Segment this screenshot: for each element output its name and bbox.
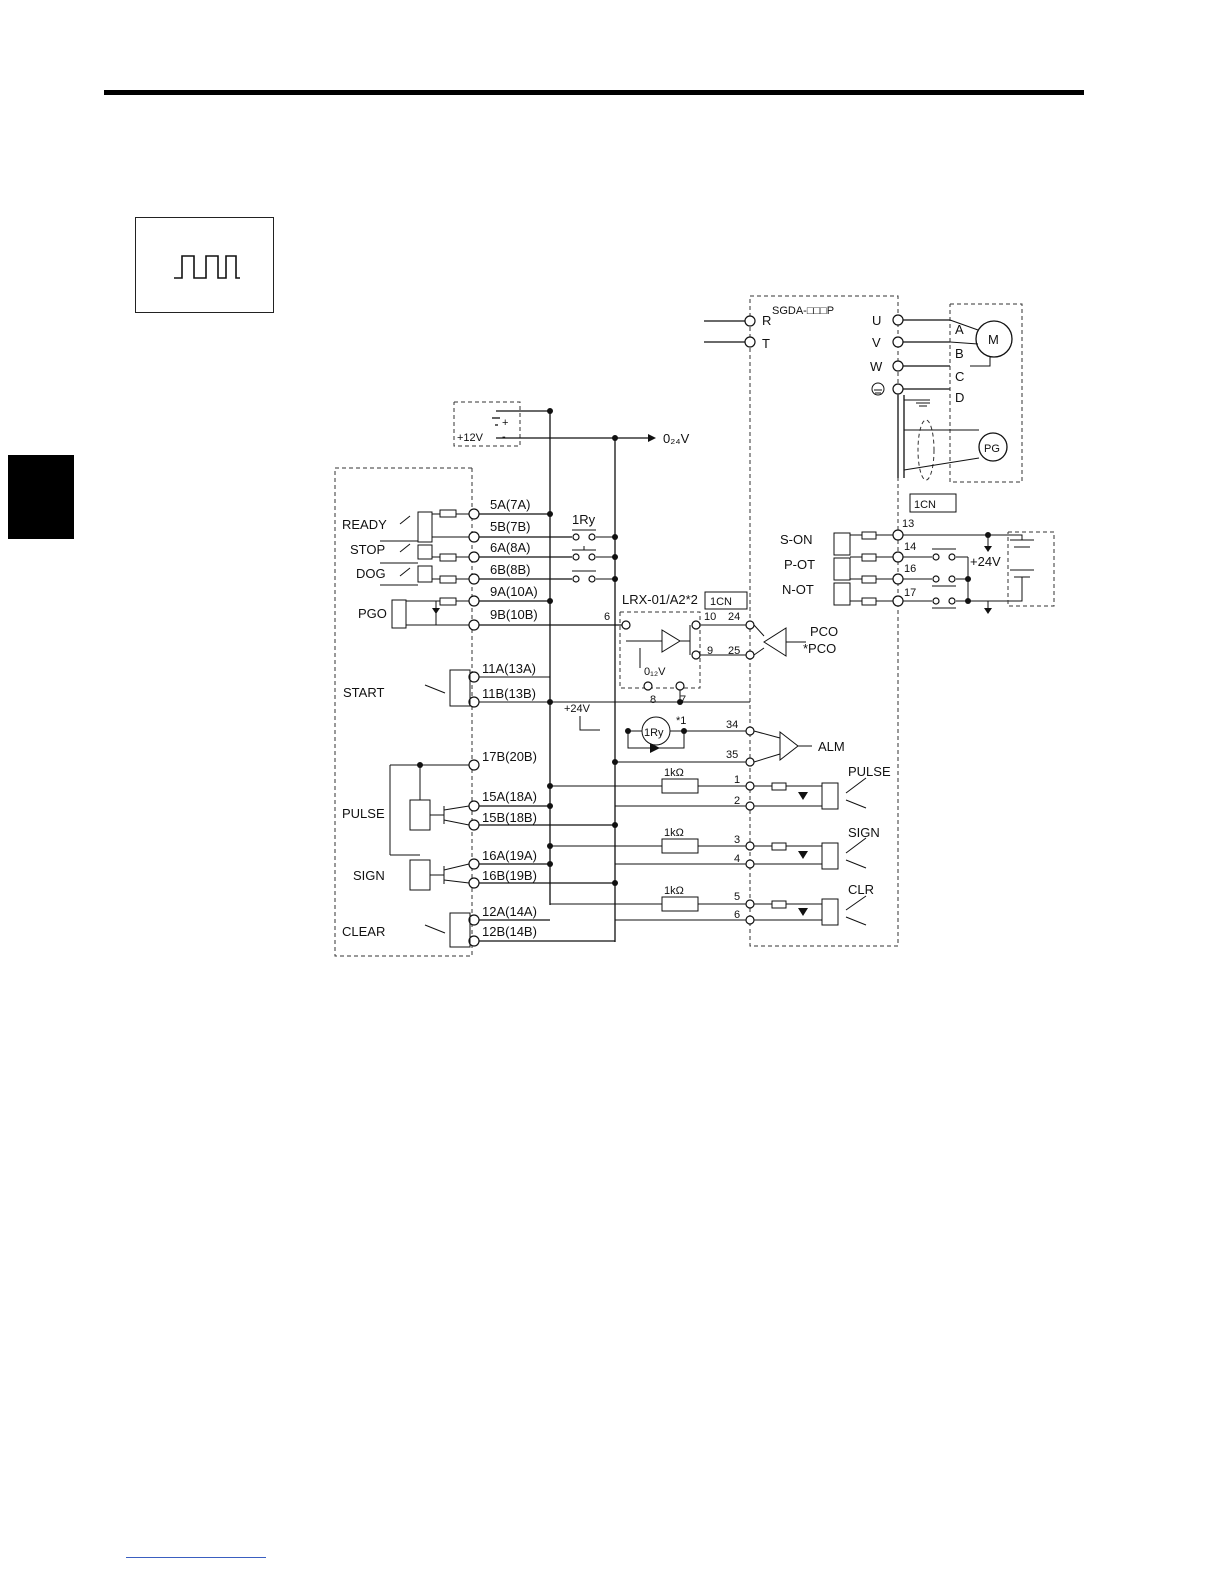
pulse-mode-icon-box [135,217,274,313]
pin-5a: 5A(7A) [490,497,530,512]
motor-pin-d: D [955,390,964,405]
in-pin-17: 17 [904,587,916,599]
terminal-w-label: W [870,359,883,374]
motor-symbol [975,320,1013,358]
line-receiver-label: LRX-01/A2*2 [622,592,698,607]
supply-plus: + [502,417,508,429]
output-pco: PCO [810,624,838,639]
cmd-pin-6: 6 [734,909,740,921]
command-resistors [547,778,746,921]
supply-24v-label: +24V [564,703,591,715]
lr-pin-6: 6 [604,611,610,623]
connector-1cn: 1CN [914,499,936,511]
resistor-2-label: 1kΩ [664,827,684,839]
resistor-1-label: 1kΩ [664,767,684,779]
in-pin-14: 14 [904,541,916,553]
terminal-u-label: U [872,313,881,328]
top-rule [104,90,1084,95]
motor-pin-b: B [955,346,964,361]
pin-9a: 9A(10A) [490,584,538,599]
relay-contacts [572,529,618,583]
pin-5b: 5B(7B) [490,519,530,534]
lr-pin-25: 25 [728,645,740,657]
encoder-symbol [978,432,1008,462]
encoder-pg-label: PG [984,443,1000,455]
motor-m-label: M [988,332,999,347]
pin-17b: 17B(20B) [482,749,537,764]
lr-pin-10: 10 [704,611,716,623]
input-pot: P-OT [784,557,815,572]
input-sign: SIGN [848,825,880,840]
ground-24v-label: 0₂₄V [663,431,690,446]
signal-ready: READY [342,517,387,532]
pin-35: 35 [726,749,738,761]
terminal-t-label: T [762,336,770,351]
lr-pin-24: 24 [728,611,740,623]
signal-sign: SIGN [353,868,385,883]
pin-15a: 15A(18A) [482,789,537,804]
pin-9b: 9B(10B) [490,607,538,622]
pin-12b: 12B(14B) [482,924,537,939]
signal-pgo: PGO [358,606,387,621]
module-terminals [468,508,480,947]
photocoupler-inputs [380,509,469,606]
relay-note-1: *1 [676,715,686,727]
relay-label: 1Ry [572,512,596,527]
cmd-pin-4: 4 [734,853,740,865]
input-son: S-ON [780,532,813,547]
lr-gnd12-label: 0₁₂V [644,666,666,678]
pin-6b: 6B(8B) [490,562,530,577]
motor-pin-c: C [955,369,964,384]
lr-pin-9: 9 [707,645,713,657]
cmd-pin-3: 3 [734,834,740,846]
cmd-pin-2: 2 [734,795,740,807]
signal-start: START [343,685,384,700]
input-not: N-OT [782,582,814,597]
supply-minus: - [502,431,506,443]
signal-dog: DOG [356,566,386,581]
motor-pin-a: A [955,322,964,337]
pin-34: 34 [726,719,738,731]
in-pin-16: 16 [904,563,916,575]
output-alm: ALM [818,739,845,754]
input-clr: CLR [848,882,874,897]
signal-pulse: PULSE [342,806,385,821]
pin-11a: 11A(13A) [482,661,536,676]
lr-pin-8: 8 [650,694,656,706]
chapter-tab [8,455,74,539]
cmd-pin-1: 1 [734,774,740,786]
pin-11b: 11B(13B) [482,686,536,701]
motor-terminals [871,314,950,396]
command-photocouplers [754,777,867,926]
signal-stop: STOP [350,542,385,557]
pin-16a: 16A(19A) [482,848,537,863]
servo-model-label: SGDA-□□□P [772,305,834,317]
resistor-3-label: 1kΩ [664,885,684,897]
connector-1cn-mid: 1CN [710,596,732,608]
pin-16b: 16B(19B) [482,868,537,883]
terminal-r-label: R [762,313,771,328]
in-pin-13: 13 [902,518,914,530]
pin-6a: 6A(8A) [490,540,530,555]
cmd-pin-5: 5 [734,891,740,903]
pin-15b: 15B(18B) [482,810,537,825]
supply-24v-right: +24V [970,554,1001,569]
terminal-v-label: V [872,335,881,350]
pin-12a: 12A(14A) [482,904,537,919]
lr-pin-7: 7 [680,694,686,706]
pulse-train-icon [174,255,240,279]
signal-clear: CLEAR [342,924,385,939]
output-npco: *PCO [803,641,836,656]
relay-coil-label: 1Ry [644,727,664,739]
servo-input-photocouplers [833,531,893,606]
input-pulse: PULSE [848,764,891,779]
footer-link-line [126,1557,266,1558]
supply-12v-label: +12V [457,432,484,444]
